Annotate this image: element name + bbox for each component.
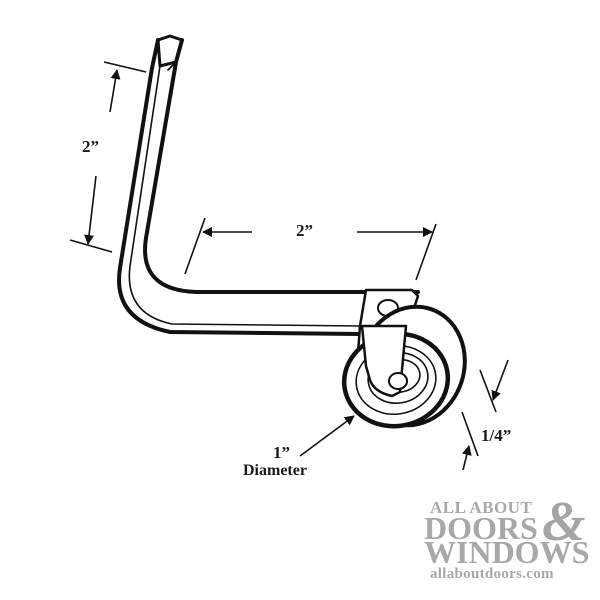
logo-line-doors: DOORS <box>424 510 538 546</box>
diameter-caption: Diameter <box>243 462 307 479</box>
logo-line-windows: WINDOWS <box>424 534 590 570</box>
extension-line-top <box>103 61 147 73</box>
diameter-value-label: 1” <box>273 443 290 462</box>
horizontal-dimension-label: 2” <box>296 221 313 240</box>
logo-line-all-about: ALL ABOUT <box>430 498 533 517</box>
width-arrow-down <box>491 359 509 401</box>
diameter-leader-arrow <box>299 415 355 457</box>
logo-url: allaboutdoors.com <box>430 566 554 582</box>
extension-line-bottom <box>69 239 113 253</box>
dimension-diameter <box>299 415 355 457</box>
vertical-dimension-label: 2” <box>82 137 99 156</box>
dimension-arrow-down <box>84 175 97 245</box>
width-arrow-up <box>461 445 472 471</box>
logo-ampersand: & <box>542 491 586 553</box>
bracket-vertical-leg <box>117 34 420 336</box>
extension-line-lower <box>461 411 479 457</box>
dimension-horizontal <box>184 217 437 281</box>
roller-wheel <box>341 304 467 429</box>
wheel-fork-front <box>360 324 408 398</box>
dimension-arrow-up <box>109 69 121 113</box>
extension-line-left <box>184 217 206 275</box>
dimension-vertical <box>69 61 147 253</box>
extension-line-upper <box>479 369 497 413</box>
dimension-wheel-width <box>461 359 509 471</box>
wheel-width-label: 1/4” <box>481 426 512 445</box>
